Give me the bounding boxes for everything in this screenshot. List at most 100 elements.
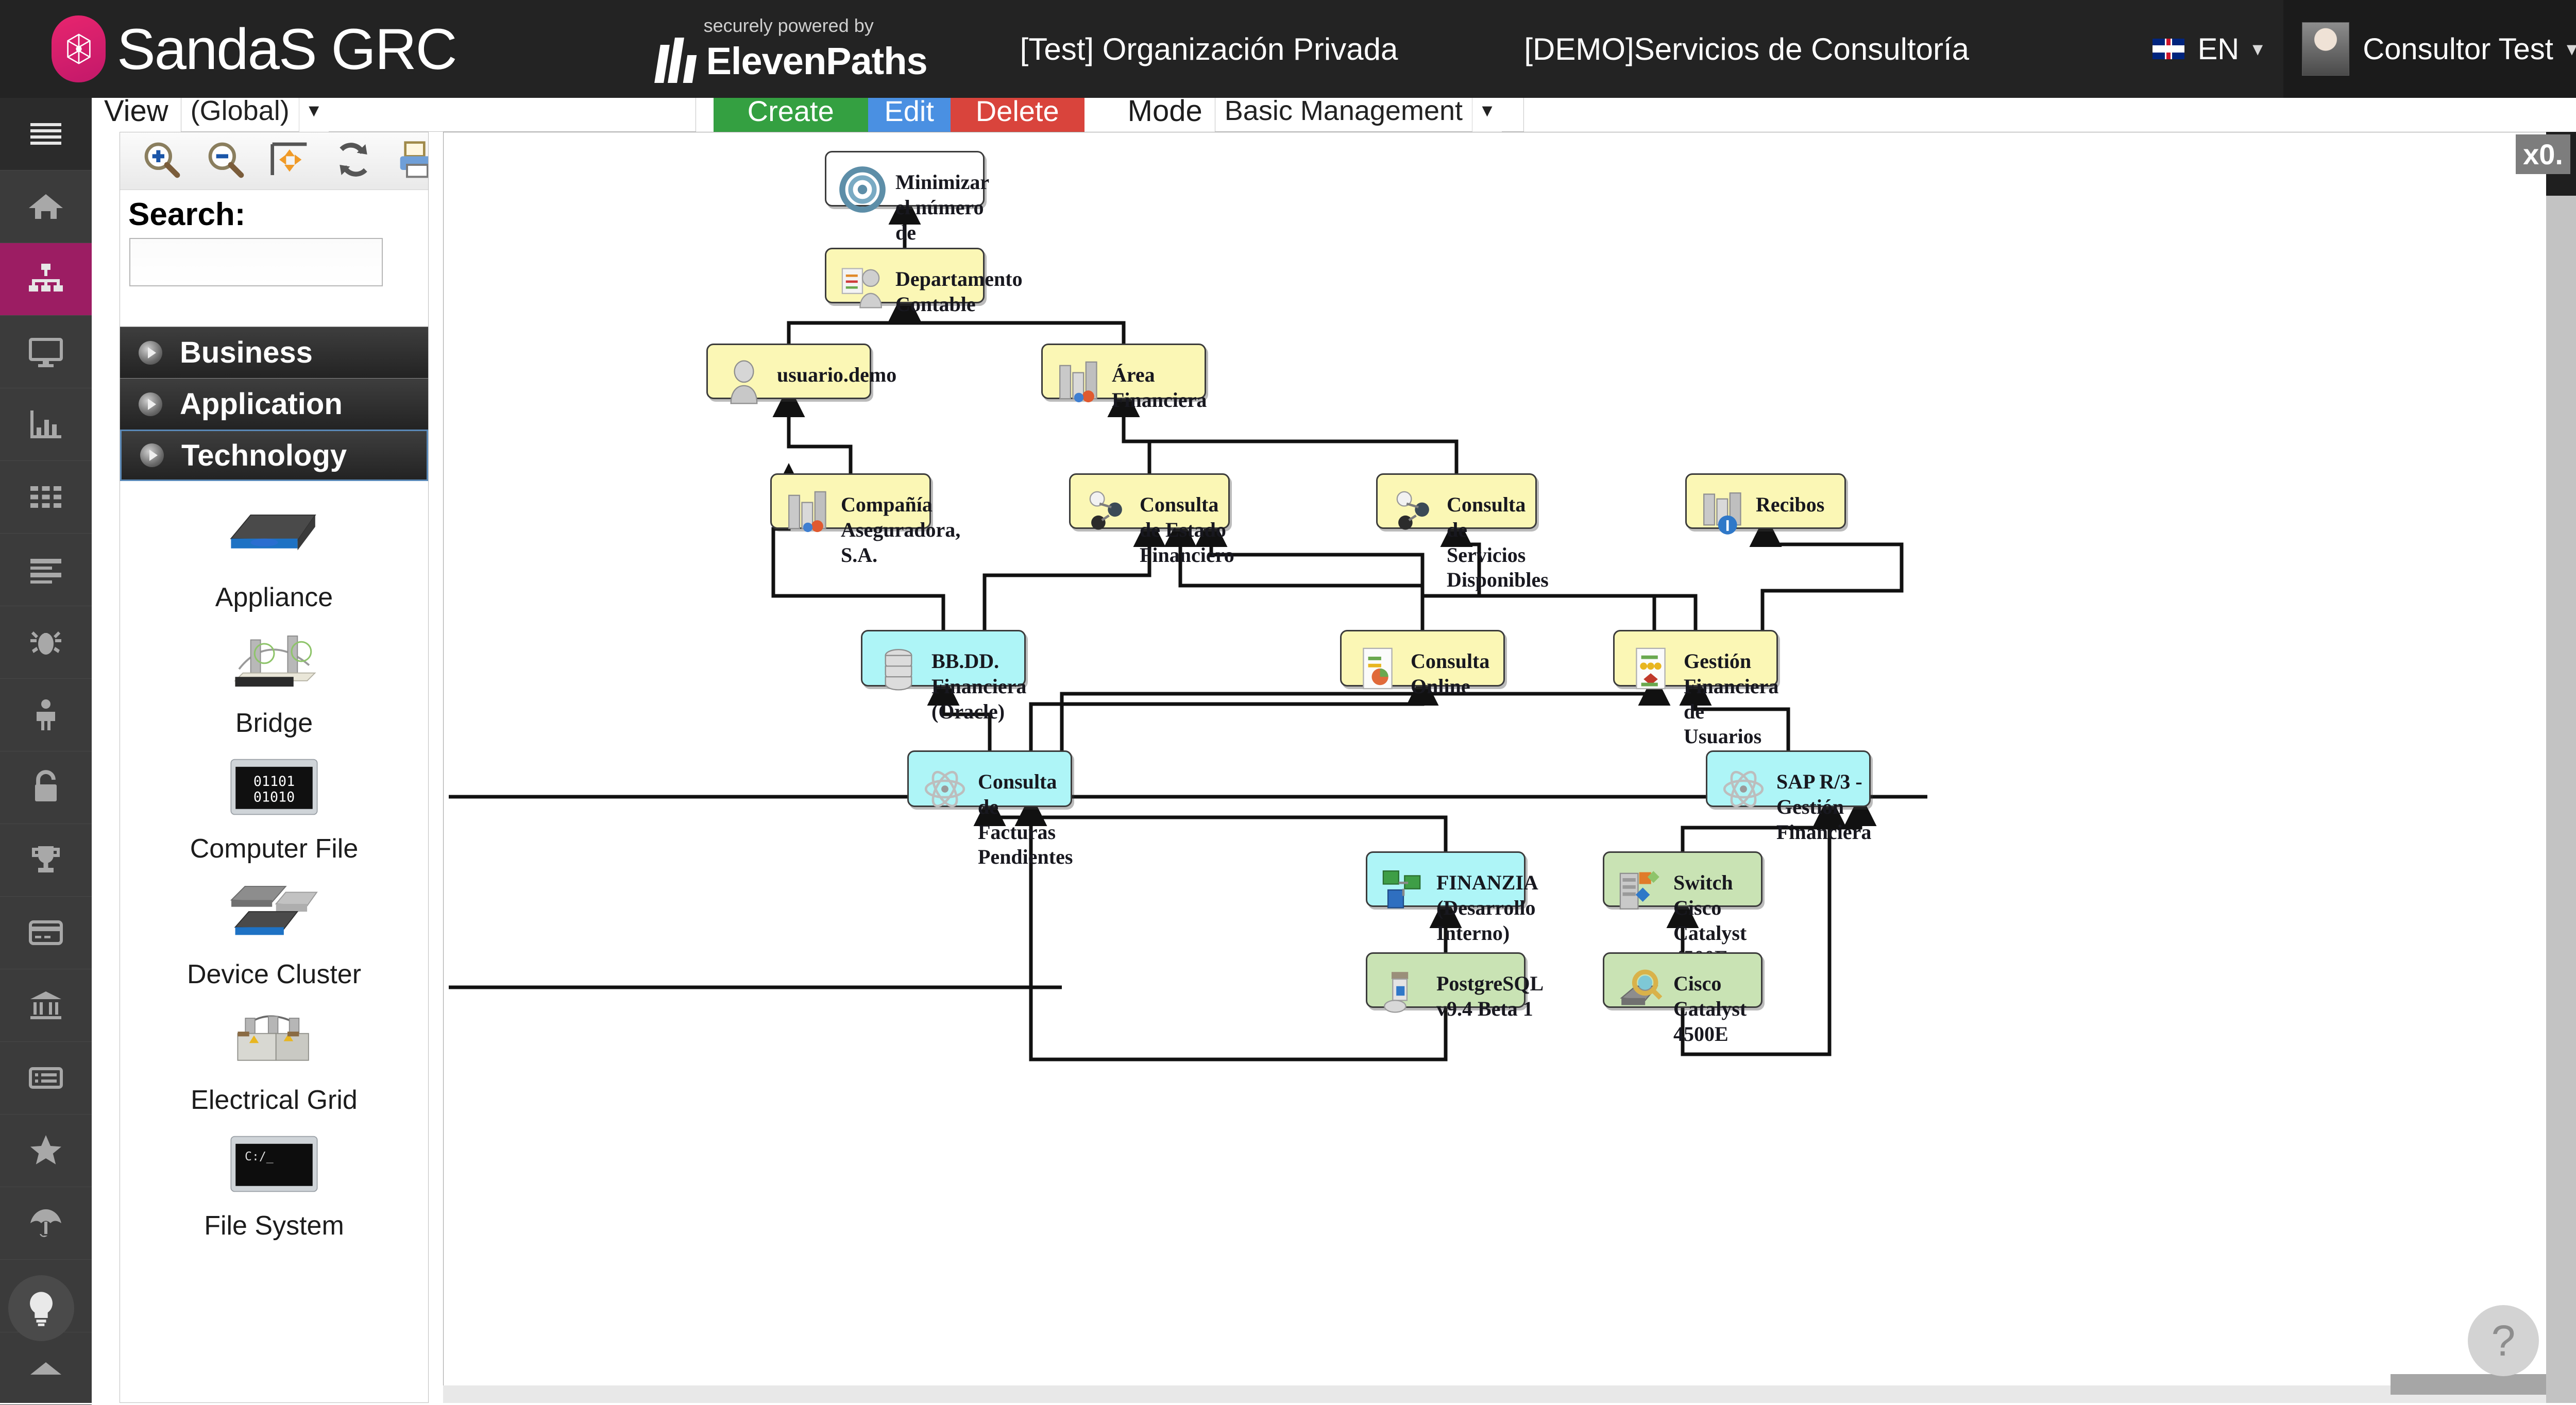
rail-item-grid[interactable] bbox=[0, 461, 92, 534]
diagram-node[interactable]: Gestión Financiera de Usuarios bbox=[1613, 630, 1778, 687]
diagram-node[interactable]: Recibos bbox=[1685, 473, 1846, 529]
home-icon bbox=[27, 188, 64, 225]
language-selector[interactable]: EN ▾ bbox=[2153, 32, 2284, 66]
user-menu[interactable]: Consultor Test ▾ bbox=[2283, 0, 2576, 98]
group-label: Application bbox=[180, 387, 343, 421]
palette-group-business[interactable]: Business bbox=[120, 327, 428, 378]
palette-item-list: Appliance Bridge 01101 bbox=[120, 481, 428, 1241]
fit-to-screen-icon[interactable] bbox=[269, 139, 310, 183]
bar-chart-icon bbox=[27, 406, 64, 443]
rail-item-cards[interactable] bbox=[0, 897, 92, 969]
palette-item-device-cluster[interactable]: Device Cluster bbox=[120, 869, 428, 990]
diagram-node[interactable]: Consulta Online bbox=[1340, 630, 1505, 687]
diagram-node[interactable]: Área Financiera bbox=[1041, 344, 1206, 399]
arrow-icon bbox=[27, 1350, 64, 1387]
powered-by-label: securely powered by bbox=[704, 15, 874, 37]
list-icon bbox=[27, 551, 64, 588]
node-label: Consulta Online bbox=[1411, 645, 1494, 699]
brand[interactable]: SandaS GRC bbox=[0, 15, 456, 82]
node-label: Consulta de Servicios Disponibles bbox=[1447, 488, 1549, 593]
rail-item-favorites[interactable] bbox=[0, 1115, 92, 1187]
rail-item-people[interactable] bbox=[0, 679, 92, 751]
diagram-node[interactable]: PostgreSQL v9.4 Beta 1 bbox=[1366, 952, 1526, 1008]
rail-item-bank[interactable] bbox=[0, 969, 92, 1042]
rail-item-home[interactable] bbox=[0, 170, 92, 243]
palette-item-label: File System bbox=[204, 1210, 344, 1241]
rail-item-forms[interactable] bbox=[0, 1042, 92, 1115]
palette-group-technology[interactable]: Technology bbox=[120, 430, 428, 481]
expand-icon bbox=[140, 443, 164, 467]
network-icon bbox=[1380, 866, 1427, 914]
rail-item-sitemap[interactable] bbox=[0, 243, 92, 316]
svg-text:01101: 01101 bbox=[253, 774, 295, 790]
diagram-node[interactable]: FINANZIA (Desarrollo Interno) bbox=[1366, 851, 1526, 907]
rail-item-security[interactable] bbox=[0, 751, 92, 824]
elevenpaths-bars-icon bbox=[657, 38, 699, 83]
refresh-icon[interactable] bbox=[333, 139, 374, 183]
avatar bbox=[2302, 22, 2349, 76]
diagram-node[interactable]: Switch Cisco Catalyst 4500E bbox=[1603, 851, 1762, 907]
device-icon bbox=[1617, 967, 1664, 1015]
diagram-node[interactable]: SAP R/3 - Gestión Financiera bbox=[1706, 750, 1871, 807]
node-label: Consulta de Facturas Pendientes bbox=[978, 765, 1073, 870]
rail-item-awards[interactable] bbox=[0, 824, 92, 897]
service-title: [DEMO]Servicios de Consultoría bbox=[1524, 31, 1969, 67]
diagram-node[interactable]: Minimizar el número de Eventos recibidos bbox=[825, 151, 985, 207]
group-label: Business bbox=[180, 335, 313, 370]
file-system-icon: C:/_ bbox=[220, 1121, 328, 1207]
diagram-node[interactable]: Compañía Aseguradora, S.A. bbox=[770, 473, 931, 529]
top-header-bar: SandaS GRC securely powered by ElevenPat… bbox=[0, 0, 2576, 98]
palette-item-appliance[interactable]: Appliance bbox=[120, 492, 428, 613]
menu-icon bbox=[27, 115, 64, 152]
node-label: BB.DD. Financiera (Oracle) bbox=[931, 645, 1026, 724]
diagram-node[interactable]: Departamento Contable bbox=[825, 248, 985, 303]
horizontal-scrollbar[interactable] bbox=[443, 1385, 2571, 1403]
diagram-node[interactable]: Consulta de Estado Financiero bbox=[1069, 473, 1230, 529]
atom-icon bbox=[921, 765, 969, 813]
zoom-in-icon[interactable] bbox=[141, 139, 182, 183]
print-icon[interactable] bbox=[397, 139, 429, 183]
view-value: (Global) bbox=[181, 95, 299, 127]
svg-text:01010: 01010 bbox=[253, 789, 295, 805]
rail-item-monitor[interactable] bbox=[0, 316, 92, 388]
palette-toolbar bbox=[120, 132, 428, 190]
rail-item-arrow[interactable] bbox=[0, 1332, 92, 1405]
bridge-icon bbox=[220, 618, 328, 705]
palette-item-computer-file[interactable]: 01101 01010 Computer File bbox=[120, 744, 428, 864]
node-label: PostgreSQL v9.4 Beta 1 bbox=[1436, 967, 1543, 1022]
palette-item-file-system[interactable]: C:/_ File System bbox=[120, 1121, 428, 1241]
diagram-node[interactable]: Consulta de Facturas Pendientes bbox=[907, 750, 1072, 807]
palette-item-electrical-grid[interactable]: Electrical Grid bbox=[120, 995, 428, 1116]
monitor-icon bbox=[27, 333, 64, 370]
database-icon bbox=[875, 645, 922, 692]
rail-item-incidents[interactable] bbox=[0, 606, 92, 679]
diagram-node[interactable]: BB.DD. Financiera (Oracle) bbox=[861, 630, 1026, 687]
device-cluster-icon bbox=[220, 869, 328, 956]
palette-group-application[interactable]: Application bbox=[120, 378, 428, 430]
mode-label: Mode bbox=[1115, 94, 1215, 128]
rail-item-insurance[interactable] bbox=[0, 1187, 92, 1260]
help-button[interactable]: ? bbox=[2468, 1305, 2539, 1376]
rail-item-list[interactable] bbox=[0, 534, 92, 606]
chevron-down-icon: ▾ bbox=[2252, 37, 2263, 61]
zoom-out-icon[interactable] bbox=[205, 139, 246, 183]
rail-item-reports[interactable] bbox=[0, 388, 92, 461]
elevenpaths-name: ElevenPaths bbox=[706, 39, 927, 83]
diagram-node[interactable]: Cisco Catalyst 4500E bbox=[1603, 952, 1762, 1008]
rail-item-menu[interactable] bbox=[0, 98, 92, 170]
palette-item-bridge[interactable]: Bridge bbox=[120, 618, 428, 739]
tips-bulb-icon[interactable] bbox=[8, 1275, 74, 1341]
user-icon bbox=[720, 358, 768, 406]
diagram-node[interactable]: Consulta de Servicios Disponibles bbox=[1376, 473, 1537, 529]
diagram-canvas[interactable]: x0. bbox=[443, 132, 2571, 1403]
star-icon bbox=[27, 1132, 64, 1169]
search-label: Search: bbox=[120, 190, 428, 238]
vertical-scrollbar[interactable] bbox=[2546, 98, 2576, 1403]
dept-icon bbox=[839, 263, 886, 310]
diagram-node[interactable]: usuario.demo bbox=[706, 344, 871, 399]
node-label: Consulta de Estado Financiero bbox=[1140, 488, 1234, 568]
db-system-icon bbox=[1380, 967, 1427, 1015]
atom-icon bbox=[1720, 765, 1767, 813]
node-label: Área Financiera bbox=[1112, 358, 1207, 413]
search-input[interactable] bbox=[129, 238, 383, 286]
